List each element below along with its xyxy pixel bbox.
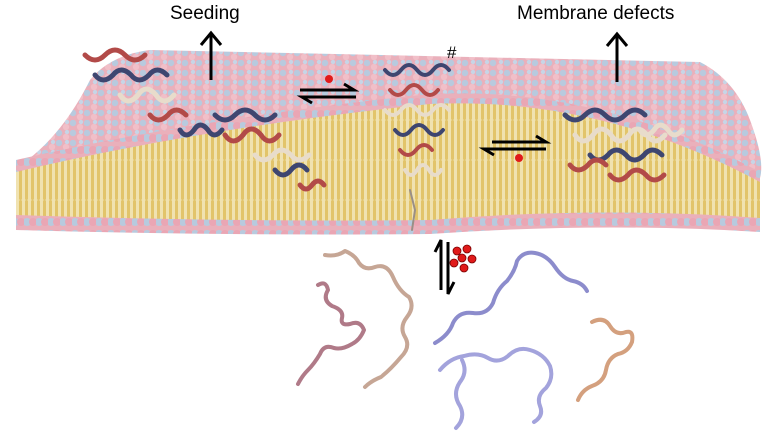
membrane-lower-heads (16, 212, 760, 235)
membrane-defects-label: Membrane defects (517, 3, 675, 24)
membrane-top-surface (16, 50, 762, 178)
chain-lavender-1 (433, 250, 589, 345)
ion-cluster-icon (449, 244, 477, 273)
up-arrow-icon (199, 30, 223, 80)
hash-mark-label: # (447, 43, 457, 62)
chain-orange (576, 317, 635, 402)
chain-lavender-3 (454, 358, 467, 430)
equilibrium-arrows-icon (478, 134, 552, 157)
chain-tan (323, 249, 414, 389)
seeding-label: Seeding (170, 3, 240, 24)
ion-icon (325, 75, 333, 83)
unfolded-chains (296, 249, 635, 430)
chain-mauve (296, 281, 366, 386)
membrane-front-edge (16, 93, 760, 182)
equilibrium-arrows-icon (433, 239, 456, 295)
equilibrium-arrows-icon (296, 82, 360, 105)
protein-bundle-right (562, 107, 685, 183)
membrane-tail-region (16, 94, 760, 227)
protein-bundle-left (82, 47, 225, 138)
protein-bundle-center (383, 63, 451, 231)
chain-lavender-2 (438, 346, 554, 424)
ion-icon (515, 154, 523, 162)
protein-bundle-left-inserted (212, 107, 327, 192)
up-arrow-icon (605, 31, 629, 82)
